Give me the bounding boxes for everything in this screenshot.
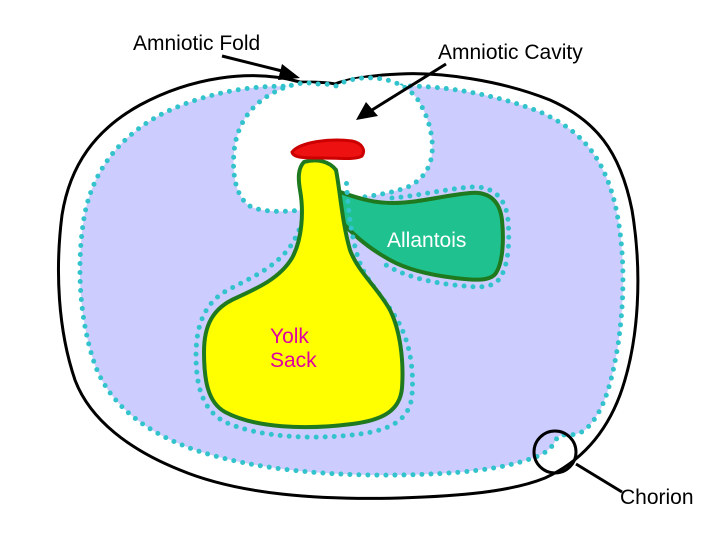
chorion-label: Chorion: [620, 486, 694, 509]
yolk-sac: [201, 158, 405, 430]
allantois-membrane-dots: [383, 184, 512, 290]
amniotic-fold-label: Amniotic Fold: [133, 32, 261, 55]
yolk-sack-label: Yolk Sack: [270, 325, 317, 372]
embryo-disc: [290, 138, 366, 160]
chorion-highlight-circle: [532, 429, 578, 475]
allantois: [331, 187, 505, 282]
amniotic-cavity-arrowhead: [356, 102, 378, 120]
amniotic-fold-arrow-shaft: [221, 54, 287, 74]
amniotic-cavity-label: Amniotic Cavity: [438, 41, 583, 64]
amniotic-fold-arrowhead: [278, 64, 300, 80]
amniotic-cavity-arrow-shaft: [371, 62, 447, 112]
allantois-label: Allantois: [387, 229, 467, 252]
chorion-pointer-line: [575, 462, 623, 494]
